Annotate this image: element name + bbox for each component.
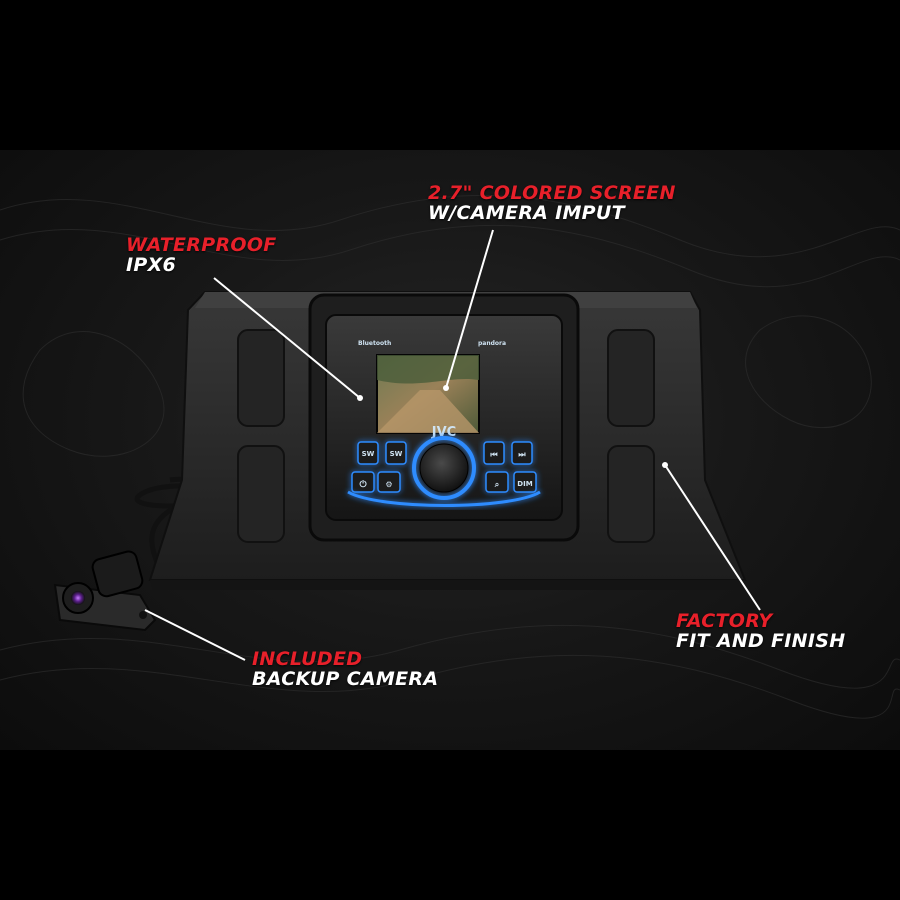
callout-camera: INCLUDED BACKUP CAMERA — [252, 648, 439, 690]
next-button[interactable]: ⏭ — [518, 450, 526, 459]
volume-knob[interactable] — [412, 436, 476, 500]
callout-waterproof-highlight: WATERPROOF — [126, 234, 277, 256]
callout-screen: 2.7" COLORED SCREEN W/CAMERA IMPUT — [428, 182, 676, 224]
callout-factory-text: FIT AND FINISH — [676, 629, 846, 652]
power-icon[interactable]: ⏻ — [359, 479, 367, 490]
search-icon[interactable]: ⌕ — [494, 480, 499, 489]
prev-button[interactable]: ⏮ — [490, 450, 497, 459]
pandora-label: pandora — [478, 340, 506, 347]
callout-factory: FACTORY FIT AND FINISH — [676, 610, 846, 652]
callout-factory-highlight: FACTORY — [676, 610, 773, 632]
switch-blanks — [237, 329, 655, 543]
sw-plus-button[interactable]: SW — [390, 450, 403, 458]
callout-waterproof-text: IPX6 — [126, 253, 177, 276]
callout-lines — [144, 229, 761, 661]
callout-camera-text: BACKUP CAMERA — [252, 667, 439, 690]
dim-button[interactable]: DIM — [517, 480, 532, 488]
banner: Bluetooth pandora JVC — [0, 150, 900, 750]
mode-icon[interactable]: ⚙ — [385, 480, 392, 489]
topo-background — [0, 194, 900, 719]
bluetooth-label: Bluetooth — [358, 340, 391, 347]
sw-minus-button[interactable]: SW — [362, 450, 375, 458]
product-illustration: Bluetooth pandora JVC — [0, 194, 900, 719]
callout-waterproof: WATERPROOF IPX6 — [126, 234, 277, 276]
callout-screen-highlight: 2.7" COLORED SCREEN — [428, 182, 676, 204]
backup-camera — [53, 550, 157, 632]
callout-screen-text: W/CAMERA IMPUT — [428, 201, 625, 224]
callout-camera-highlight: INCLUDED — [252, 648, 363, 670]
control-buttons — [351, 441, 537, 493]
brand-logo: JVC — [431, 425, 456, 440]
